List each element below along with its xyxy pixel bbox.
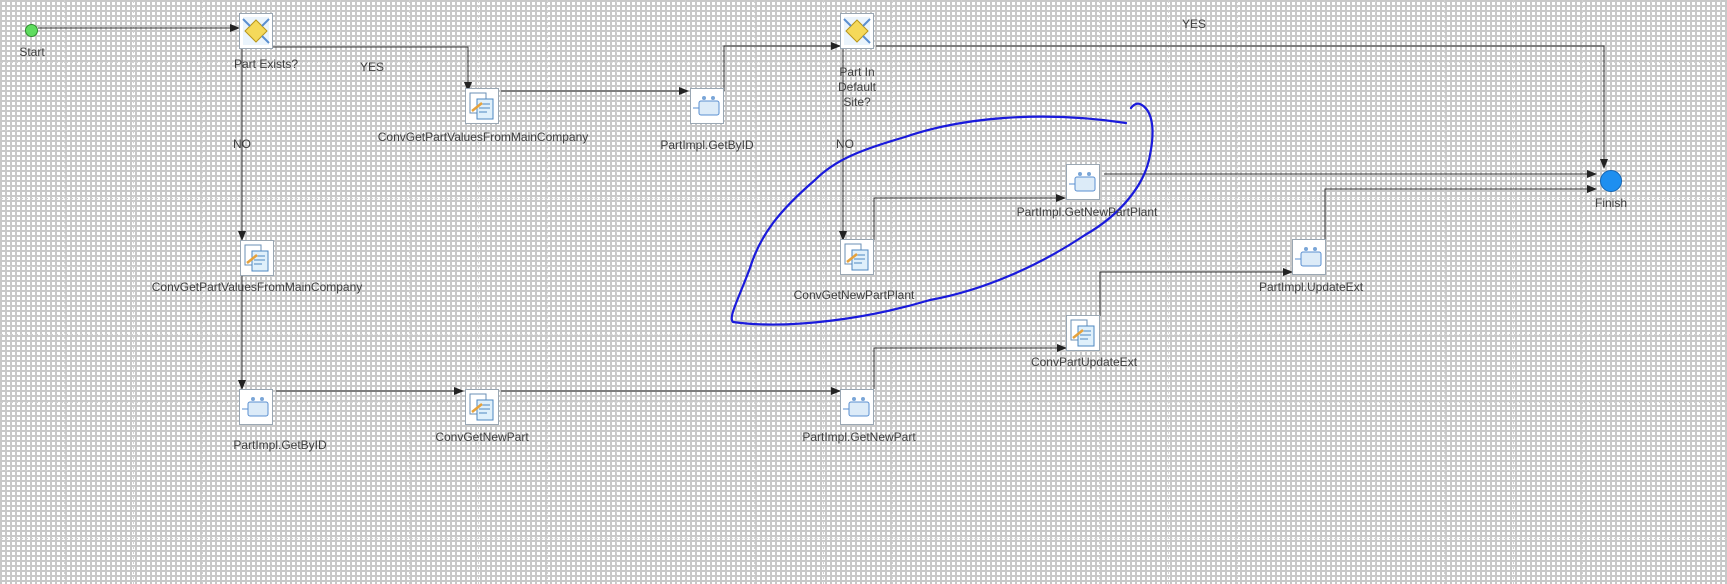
- decision-diamond-icon: [242, 17, 270, 45]
- start-label: Start: [19, 45, 45, 59]
- method-call-icon: [242, 397, 269, 417]
- edge-label-yes: YES: [360, 60, 385, 74]
- connector-getbyid-to-part-default: [723, 42, 841, 91]
- grid-line: [1237, 0, 1238, 584]
- grid-line: [0, 130, 1727, 131]
- getbyid-bottom-label: PartImpl.GetByID: [233, 438, 327, 452]
- start-circle-icon[interactable]: [25, 24, 38, 37]
- conv-main-left-label: ConvGetPartValuesFromMainCompany: [151, 280, 363, 294]
- getbyid-top-label: PartImpl.GetByID: [660, 138, 754, 152]
- grid-line: [1513, 0, 1514, 584]
- update-ext-label: PartImpl.UpdateExt: [1258, 280, 1364, 294]
- grid-line: [409, 0, 410, 584]
- method-node-get-new-part-plant[interactable]: [1066, 164, 1100, 200]
- grid-line: [1168, 0, 1169, 584]
- grid-line: [1651, 0, 1652, 584]
- conversion-node-new-part-plant[interactable]: [840, 239, 874, 275]
- conversion-node-main-top[interactable]: [465, 88, 499, 124]
- method-call-icon: [1295, 247, 1322, 267]
- method-call-icon: [843, 397, 870, 417]
- grid-line: [133, 0, 134, 584]
- grid-line: [685, 0, 686, 584]
- grid-line: [1375, 0, 1376, 584]
- grid-line: [0, 334, 1727, 335]
- edge-label-no: NO: [836, 137, 854, 151]
- grid-line: [478, 0, 479, 584]
- finish-circle-icon[interactable]: [1600, 170, 1622, 192]
- edge-label-no: NO: [233, 137, 251, 151]
- finish-label: Finish: [1594, 196, 1628, 210]
- connector-get-new-part-to-conv-update-ext: [873, 344, 1067, 389]
- conversion-document-icon: [244, 244, 269, 272]
- part-exists-label: Part Exists?: [233, 57, 299, 71]
- connector-yes-to-finish: [876, 45, 1608, 169]
- conversion-document-icon: [844, 243, 869, 271]
- decision-node-part-exists[interactable]: [239, 13, 273, 49]
- method-call-icon: [1069, 172, 1096, 192]
- connector-update-ext-to-finish: [1324, 185, 1597, 240]
- conv-part-update-ext-label: ConvPartUpdateExt: [1030, 355, 1138, 369]
- grid-line: [0, 198, 1727, 199]
- grid-line: [616, 0, 617, 584]
- edge-label-yes: YES: [1182, 17, 1207, 31]
- grid-line: [1444, 0, 1445, 584]
- grid-line: [754, 0, 755, 584]
- connector-yes-to-conv-main-top: [257, 46, 472, 92]
- connector-conv-update-ext-to-update-ext: [1099, 268, 1293, 316]
- hand-drawn-annotation: [730, 102, 1154, 326]
- grid-line: [202, 0, 203, 584]
- connector-conv-new-part-plant-to-get-new-part-plant: [873, 194, 1066, 240]
- method-node-getbyid-bottom[interactable]: [239, 389, 273, 425]
- get-new-part-plant-label: PartImpl.GetNewPartPlant: [1016, 205, 1158, 219]
- grid-line: [1030, 0, 1031, 584]
- part-default-site-label: Part In Default Site?: [837, 65, 877, 109]
- conv-main-top-label: ConvGetPartValuesFromMainCompany: [377, 130, 589, 144]
- grid-line: [1306, 0, 1307, 584]
- conversion-node-new-part[interactable]: [465, 389, 499, 425]
- grid-line: [0, 538, 1727, 539]
- grid-line: [0, 470, 1727, 471]
- grid-line: [1582, 0, 1583, 584]
- conv-new-part-plant-label: ConvGetNewPartPlant: [793, 288, 915, 302]
- get-new-part-label: PartImpl.GetNewPart: [802, 430, 916, 444]
- decision-diamond-icon: [843, 17, 871, 45]
- decision-node-part-default-site[interactable]: [840, 13, 874, 49]
- grid-line: [64, 0, 65, 584]
- grid-line: [892, 0, 893, 584]
- grid-line: [1720, 0, 1721, 584]
- grid-line: [0, 62, 1727, 63]
- conversion-node-part-update-ext[interactable]: [1066, 315, 1100, 351]
- conversion-node-main-left[interactable]: [240, 240, 274, 276]
- grid-line: [340, 0, 341, 584]
- method-node-update-ext[interactable]: [1292, 239, 1326, 275]
- conversion-document-icon: [469, 393, 494, 421]
- grid-line: [271, 0, 272, 584]
- method-call-icon: [693, 96, 720, 116]
- grid-line: [823, 0, 824, 584]
- method-node-get-new-part[interactable]: [840, 389, 874, 425]
- conv-new-part-label: ConvGetNewPart: [435, 430, 529, 444]
- conversion-document-icon: [1070, 319, 1095, 347]
- conversion-document-icon: [469, 92, 494, 120]
- method-node-getbyid-top[interactable]: [690, 88, 724, 124]
- grid-line: [547, 0, 548, 584]
